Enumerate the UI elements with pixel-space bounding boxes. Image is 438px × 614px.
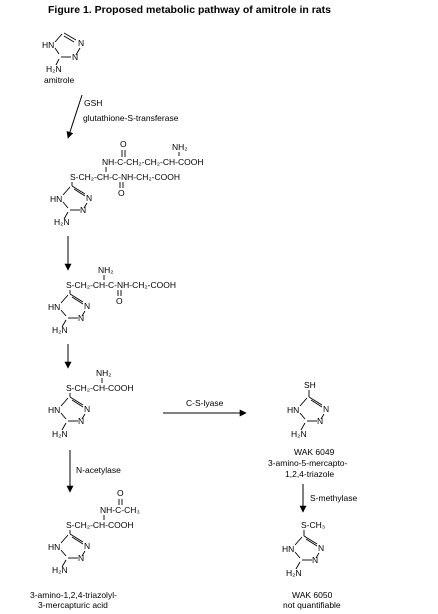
merc-ring-n-right: N: [84, 541, 90, 551]
gsh-conj-ring-n-bottom: N: [80, 205, 86, 215]
gsh-label: GSH: [84, 98, 102, 108]
wak6049-name-line2: 1,2,4-triazole: [285, 469, 334, 479]
wak6049-amine: H₂N: [291, 429, 307, 439]
cs-lyase-label: C-S-lyase: [186, 398, 224, 408]
cys-conj-ring-nh: HN: [48, 405, 60, 415]
amitrole-ring-nh: HN: [42, 40, 54, 50]
merc-name-line2: 3-mercapturic acid: [38, 600, 108, 610]
amitrole-amine: H₂N: [46, 64, 62, 74]
figure-title: Figure 1. Proposed metabolic pathway of …: [48, 4, 331, 16]
cys-conj-amine: H₂N: [52, 429, 68, 439]
wak6050-structure: S-CH₃ HN N N H₂N WAK 6050 not quantifiab…: [282, 520, 341, 610]
cys-conj-nh2: NH₂: [96, 368, 112, 378]
wak6049-ring-n-right: N: [323, 404, 329, 414]
cysgly-conj-amine: H₂N: [52, 325, 68, 335]
cysgly-conj-ring-nh: HN: [48, 302, 60, 312]
amitrole-structure: HN N N H₂N amitrole: [42, 32, 84, 85]
wak6050-note: not quantifiable: [283, 600, 341, 610]
merc-ring-nh: HN: [48, 542, 60, 552]
gsh-conj-chain-main: S-CH₂-CH-C-NH-CH₂-COOH: [70, 172, 180, 182]
wak6050-ring-n-bottom: N: [312, 555, 318, 565]
wak6049-code: WAK 6049: [294, 447, 335, 457]
merc-ring-n-bottom: N: [78, 553, 84, 563]
cysgly-conj-chain-main: S-CH₂-CH-C-NH-CH₂-COOH: [66, 280, 176, 290]
wak6050-amine: H₂N: [286, 568, 302, 578]
gsh-conj-chain-top: NH-C-CH₂-CH₂-CH-COOH: [102, 157, 204, 167]
glutathione-conjugate-structure: NH₂ O NH-C-CH₂-CH₂-CH-COOH S-CH₂-CH-C-NH…: [50, 139, 204, 227]
wak6049-structure: SH HN N N H₂N WAK 6049 3-amino-5-mercapt…: [268, 380, 348, 479]
wak6050-ring-nh: HN: [282, 544, 294, 554]
amitrole-ring-n-right: N: [78, 38, 84, 48]
gsh-conj-ring-n-right: N: [86, 193, 92, 203]
mercapturic-acid-structure: O NH-C-CH₃ S-CH₂-CH-COOH HN N N H₂N 3-am…: [30, 488, 140, 610]
glutathione-s-transferase-label: glutathione-S-transferase: [83, 113, 179, 123]
cysgly-conj-ring-n-bottom: N: [78, 313, 84, 323]
merc-o-top: O: [117, 488, 124, 498]
n-acetylase-label: N-acetylase: [76, 465, 121, 475]
wak6049-sh: SH: [304, 380, 316, 390]
s-methylase-label: S-methylase: [310, 493, 358, 503]
wak6050-ring-n-right: N: [318, 543, 324, 553]
arrow-gsh: [66, 94, 83, 139]
cys-conj-chain-main: S-CH₂-CH-COOH: [66, 383, 134, 393]
cysteinylglycine-conjugate-structure: NH₂ S-CH₂-CH-C-NH-CH₂-COOH O HN N N H₂N: [48, 265, 176, 335]
cys-conj-ring-n-right: N: [84, 404, 90, 414]
wak6049-ring-n-bottom: N: [317, 416, 323, 426]
amitrole-ring-n-bottom: N: [72, 52, 78, 62]
gsh-conj-o-bottom: O: [118, 188, 125, 198]
cysgly-conj-ring-n-right: N: [84, 301, 90, 311]
gsh-conj-o-top: O: [120, 139, 127, 149]
wak6050-code: WAK 6050: [292, 590, 333, 600]
cysteine-conjugate-structure: NH₂ S-CH₂-CH-COOH HN N N H₂N: [48, 368, 134, 439]
merc-name-line1: 3-amino-1,2,4-triazolyl-: [30, 590, 117, 600]
cysgly-conj-o-bottom: O: [116, 296, 123, 306]
gsh-conj-ring-nh: HN: [50, 194, 62, 204]
merc-amine: H₂N: [52, 565, 68, 575]
merc-chain-main: S-CH₂-CH-COOH: [66, 520, 134, 530]
cysgly-conj-nh2: NH₂: [98, 265, 114, 275]
amitrole-name: amitrole: [44, 75, 75, 85]
cys-conj-ring-n-bottom: N: [78, 416, 84, 426]
wak6049-ring-nh: HN: [287, 405, 299, 415]
gsh-conj-nh2: NH₂: [172, 142, 188, 152]
wak6049-name-line1: 3-amino-5-mercapto-: [268, 458, 348, 468]
merc-chain-top: NH-C-CH₃: [100, 505, 140, 515]
gsh-conj-amine: H₂N: [54, 217, 70, 227]
wak6050-sme: S-CH₃: [301, 520, 325, 530]
